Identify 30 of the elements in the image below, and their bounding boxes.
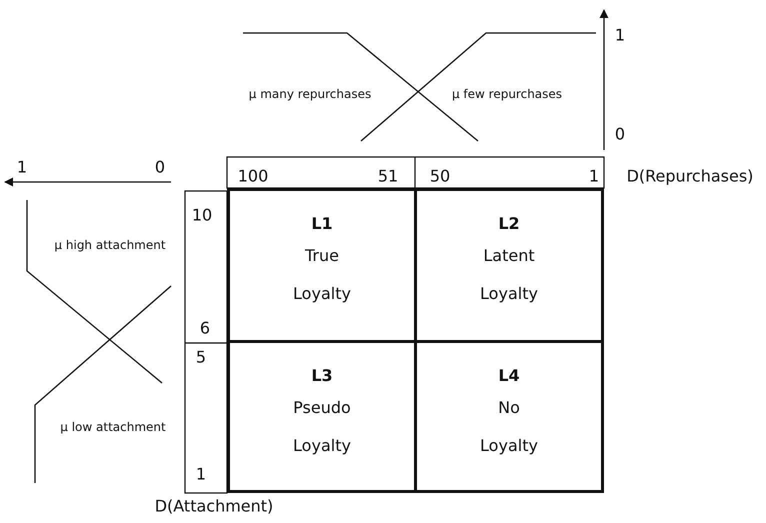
axis-label: 1 [196, 464, 206, 484]
membership-label: µ high attachment [54, 238, 166, 252]
axis-label: 6 [200, 318, 210, 338]
axis-label: 5 [196, 348, 206, 366]
quadrant-cell [227, 188, 417, 343]
axis-label: 1 [588, 166, 600, 186]
quadrant-code: L4 [498, 365, 520, 387]
axis-label: D(Attachment) [154, 496, 274, 516]
quadrant-cell [227, 340, 417, 493]
membership-label: µ low attachment [60, 420, 166, 434]
quadrant-label: True Loyalty [292, 245, 352, 305]
axis-label: 10 [192, 206, 212, 224]
axis-label: 50 [430, 166, 450, 186]
quadrant-code: L2 [498, 213, 520, 235]
axis-label: 1 [614, 26, 626, 44]
axis-label: 1 [16, 158, 28, 176]
axis-label: 100 [238, 166, 268, 186]
quadrant-cell [414, 188, 604, 343]
quadrant-label: No Loyalty [479, 397, 539, 457]
axis-label: 51 [378, 166, 398, 186]
quadrant-cell [414, 340, 604, 493]
axis-label: D(Repurchases) [626, 166, 754, 186]
quadrant-label: Latent Loyalty [479, 245, 539, 305]
quadrant-label: Pseudo Loyalty [292, 397, 352, 457]
axis-label: 0 [154, 158, 166, 176]
axis-label: 0 [614, 124, 626, 144]
quadrant-code: L1 [311, 213, 333, 235]
membership-label: µ many repurchases [248, 87, 372, 101]
membership-label: µ few repurchases [452, 87, 562, 101]
quadrant-code: L3 [311, 365, 333, 387]
